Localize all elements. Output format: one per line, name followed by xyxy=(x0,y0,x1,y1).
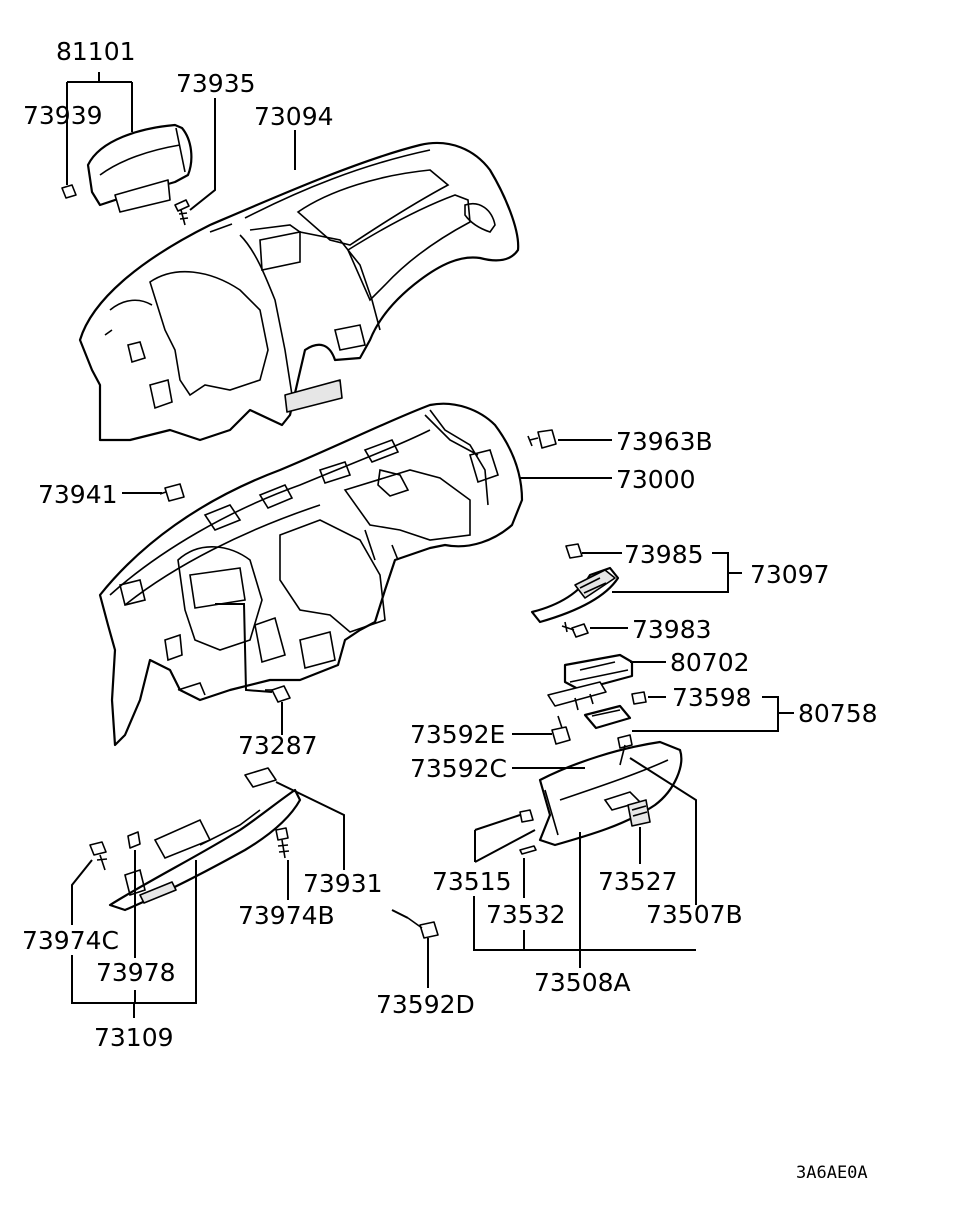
label-73985: 73985 xyxy=(624,540,704,569)
label-73094: 73094 xyxy=(254,102,334,131)
label-80702: 80702 xyxy=(670,648,750,677)
label-80758: 80758 xyxy=(798,699,878,728)
label-73974C: 73974C xyxy=(22,926,119,955)
glove-box-73508A-part xyxy=(519,734,683,855)
part-labels: 81101 73939 73935 73094 73963B 73000 739… xyxy=(22,37,878,1183)
part-73598 xyxy=(631,691,647,705)
label-73515: 73515 xyxy=(432,867,512,896)
part-73592E xyxy=(551,715,571,745)
label-73097: 73097 xyxy=(750,560,830,589)
clip-73963B-part xyxy=(527,429,557,449)
lower-cover-73109-part xyxy=(108,788,302,912)
fastener-73941-part xyxy=(159,483,185,502)
label-81101: 81101 xyxy=(56,37,136,66)
label-73287: 73287 xyxy=(238,731,318,760)
label-73507B: 73507B xyxy=(646,900,743,929)
label-73978: 73978 xyxy=(96,958,176,987)
label-73592D: 73592D xyxy=(376,990,475,1019)
label-73000: 73000 xyxy=(616,465,696,494)
label-73941: 73941 xyxy=(38,480,118,509)
label-73527: 73527 xyxy=(598,867,678,896)
label-73592E: 73592E xyxy=(410,720,505,749)
switch-80702-part xyxy=(547,653,634,711)
screw-73974B-part xyxy=(275,827,290,859)
screw-73974C-part xyxy=(89,841,108,871)
label-73109: 73109 xyxy=(94,1023,174,1052)
clip-73985-part xyxy=(565,543,583,559)
lamp-80758-part xyxy=(583,704,632,730)
part-73287 xyxy=(265,685,291,703)
label-73983: 73983 xyxy=(632,615,712,644)
instrument-panel-73000-part xyxy=(98,402,524,747)
clip-73978-part xyxy=(127,831,141,849)
garnish-73097-part xyxy=(530,566,620,624)
part-73592D xyxy=(407,917,439,939)
leader-lines xyxy=(66,72,794,1018)
label-73931: 73931 xyxy=(303,869,383,898)
screw-73935-part xyxy=(174,199,190,226)
label-73935: 73935 xyxy=(176,69,256,98)
label-73592C: 73592C xyxy=(410,754,507,783)
label-73508A: 73508A xyxy=(534,968,631,997)
screw-73983-part xyxy=(561,621,589,638)
panel-pad-73094-part xyxy=(78,141,520,442)
figure-code: 3A6AE0A xyxy=(796,1163,868,1183)
label-73939: 73939 xyxy=(23,101,103,130)
label-73963B: 73963B xyxy=(616,427,713,456)
clip-73939-part xyxy=(61,184,77,199)
label-73532: 73532 xyxy=(486,900,566,929)
label-73974B: 73974B xyxy=(238,901,335,930)
part-73931 xyxy=(244,767,277,788)
label-73598: 73598 xyxy=(672,683,752,712)
meter-hood-part xyxy=(86,123,193,213)
